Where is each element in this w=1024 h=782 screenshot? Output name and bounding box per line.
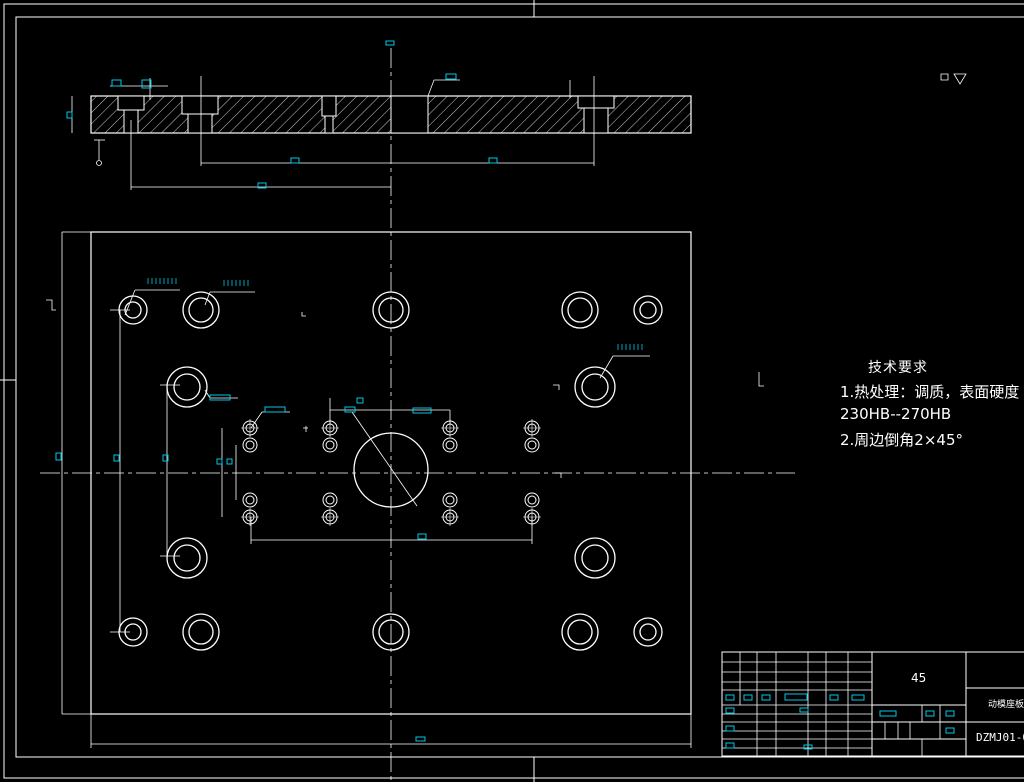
title-block [721, 651, 1024, 757]
tech-requirement-heat-treatment: 1.热处理：调质，表面硬度 [840, 383, 1020, 401]
title-block-part-name: 动模座板 [988, 700, 1024, 710]
tech-requirements-title: 技术要求 [868, 360, 928, 376]
title-block-drawing-number: DZMJ01-0 [976, 731, 1024, 744]
tech-requirement-hardness: 230HB--270HB [840, 405, 952, 423]
title-block-material: 45 [911, 671, 927, 685]
section-view [66, 40, 692, 190]
plan-view [40, 48, 967, 782]
tech-requirement-chamfer: 2.周边倒角2×45° [840, 431, 964, 449]
